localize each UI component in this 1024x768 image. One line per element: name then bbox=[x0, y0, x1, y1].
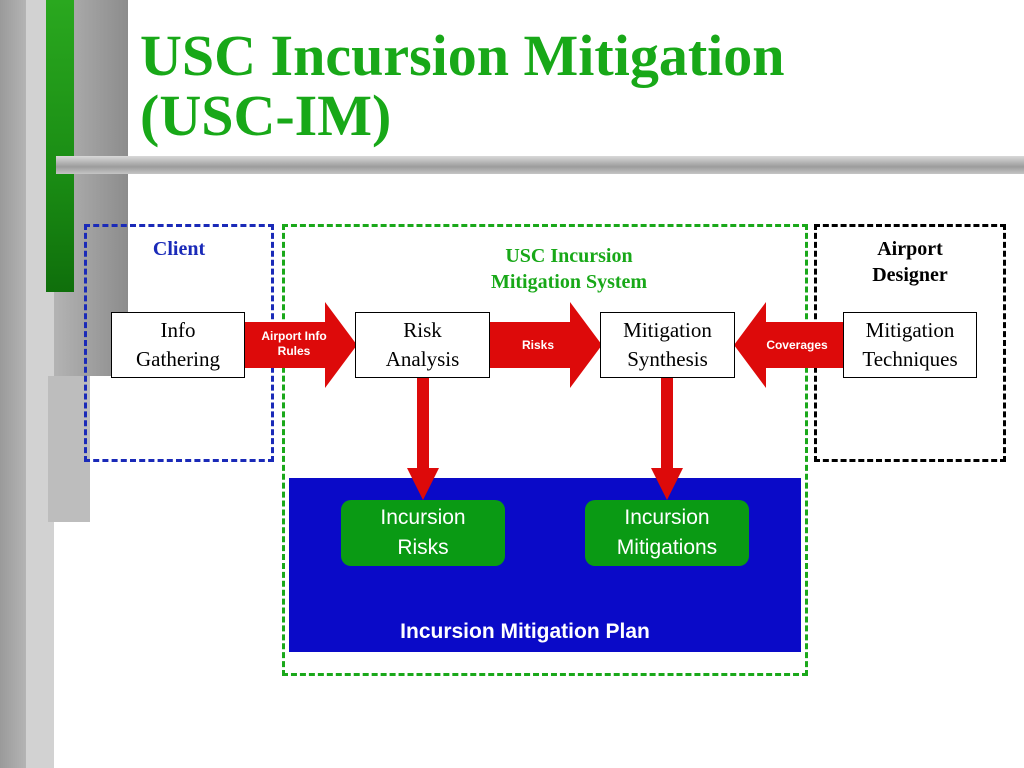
airport-info-label-line-2: Rules bbox=[277, 344, 311, 358]
risk-to-plan-arrow bbox=[407, 378, 439, 500]
risks-pill-line-1: Incursion bbox=[380, 506, 466, 529]
mitigations-pill-line-1: Incursion bbox=[624, 506, 710, 529]
mitigation-synthesis-box: Mitigation Synthesis bbox=[600, 312, 735, 378]
designer-label-line-2: Designer bbox=[872, 264, 948, 286]
system-label-line-1: USC Incursion bbox=[505, 245, 633, 267]
left-decor-lower-block bbox=[48, 376, 90, 522]
client-region-label: Client bbox=[152, 238, 206, 260]
risk-box-line-2: Analysis bbox=[385, 347, 460, 371]
coverages-arrow bbox=[734, 302, 843, 388]
mitigation-techniques-box: Mitigation Techniques bbox=[843, 312, 977, 378]
mitigations-pill-line-2: Mitigations bbox=[616, 536, 718, 559]
techniques-box-line-2: Techniques bbox=[862, 347, 958, 371]
info-box-line-1: Info bbox=[160, 318, 196, 342]
risk-box-line-1: Risk bbox=[403, 318, 442, 342]
synthesis-to-plan-arrow bbox=[651, 378, 683, 500]
plan-label: Incursion Mitigation Plan bbox=[400, 620, 650, 643]
synthesis-box-line-2: Synthesis bbox=[627, 347, 708, 371]
incursion-risks-pill: Incursion Risks bbox=[341, 500, 505, 566]
synthesis-box-line-1: Mitigation bbox=[623, 318, 712, 342]
risks-arrow-label: Risks bbox=[521, 338, 555, 352]
info-gathering-box: Info Gathering bbox=[111, 312, 245, 378]
system-region-label: USC Incursion Mitigation System bbox=[440, 243, 698, 295]
slide-title: USC Incursion Mitigation (USC-IM) bbox=[140, 26, 785, 146]
airport-info-label-line-1: Airport Info bbox=[261, 329, 327, 343]
airport-info-arrow-label: Airport Info Rules bbox=[248, 329, 340, 359]
designer-region-label: Airport Designer bbox=[818, 236, 1002, 288]
techniques-box-line-1: Mitigation bbox=[865, 318, 955, 342]
system-label-line-2: Mitigation System bbox=[490, 271, 648, 293]
designer-label-line-1: Airport bbox=[877, 238, 943, 260]
info-box-line-2: Gathering bbox=[136, 347, 220, 371]
title-line-2: (USC-IM) bbox=[140, 83, 392, 148]
incursion-mitigations-pill: Incursion Mitigations bbox=[585, 500, 749, 566]
title-underline-bar bbox=[56, 156, 1024, 174]
title-line-1: USC Incursion Mitigation bbox=[140, 23, 785, 88]
risks-pill-line-2: Risks bbox=[397, 536, 449, 559]
airport-info-arrow bbox=[245, 302, 357, 388]
risk-analysis-box: Risk Analysis bbox=[355, 312, 490, 378]
left-decor-green-bar bbox=[46, 0, 74, 292]
system-region bbox=[282, 224, 808, 676]
coverages-arrow-label: Coverages bbox=[766, 338, 828, 352]
risks-arrow bbox=[490, 302, 602, 388]
